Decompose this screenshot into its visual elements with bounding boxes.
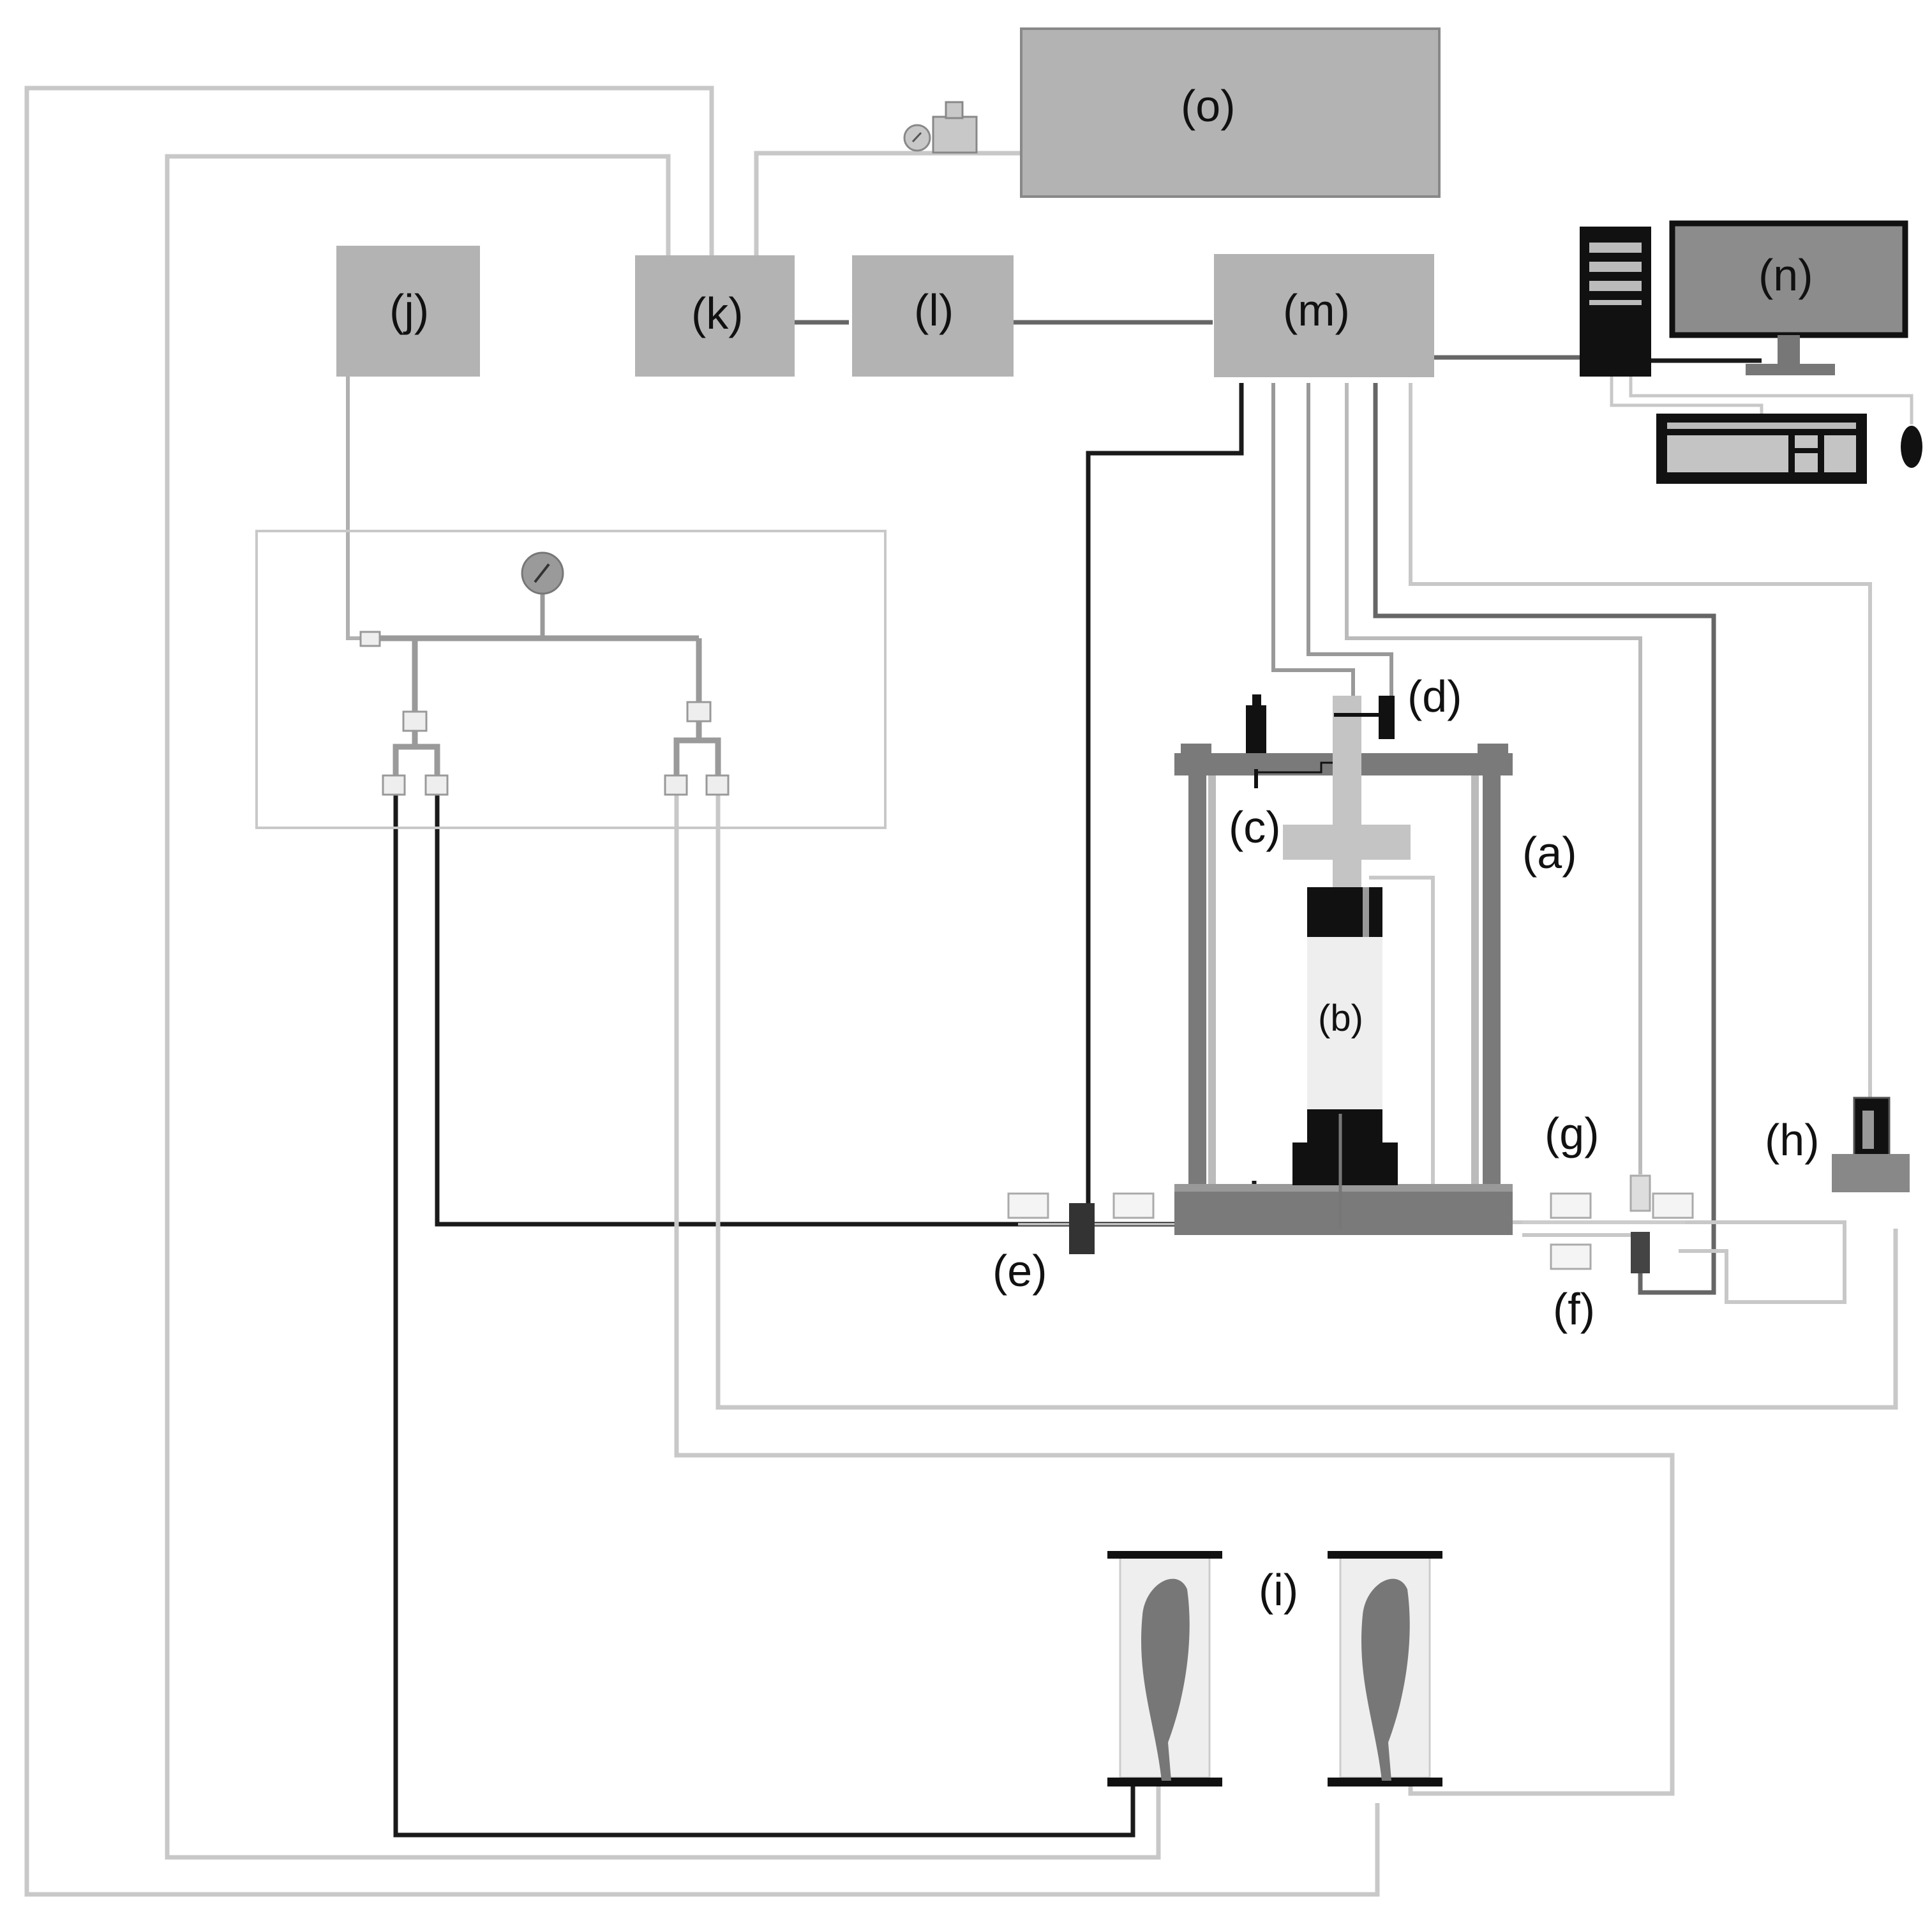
label-i: (i): [1259, 1565, 1298, 1615]
specimen-bottom-cap: [1307, 1109, 1382, 1144]
label-j: (j): [389, 285, 429, 335]
line-panel-to-h: [715, 791, 1898, 1410]
pressure-transducer-e: [1069, 1203, 1095, 1254]
label-e: (e): [992, 1246, 1047, 1296]
frame-base: [1174, 1184, 1513, 1235]
computer-workstation: [1580, 220, 1922, 484]
line-panel-to-i-right: [674, 791, 1675, 1796]
monitor: [1669, 220, 1908, 338]
line-k-to-o: [754, 151, 1021, 255]
valve-panel: [255, 530, 887, 829]
line-b-top-to-h: [1369, 876, 1846, 1304]
line-panel-to-e: [435, 791, 1257, 1227]
loading-platen: [1283, 825, 1411, 860]
line-m-to-d: [1307, 383, 1393, 702]
mouse: [1901, 426, 1922, 468]
box-k: [635, 255, 795, 377]
bladder-right: [1361, 1578, 1410, 1781]
line-panel-to-i-left: [393, 791, 1135, 1838]
valve-icon: [1550, 1192, 1592, 1219]
label-a: (a): [1522, 828, 1577, 878]
valve-icon: [1652, 1192, 1694, 1219]
label-b: (b): [1318, 998, 1363, 1039]
displacement-transducer-c: [1246, 705, 1266, 753]
volume-change-device-h: [1832, 1097, 1910, 1192]
base-valves: [1007, 1192, 1694, 1270]
valve-icon: [382, 774, 406, 796]
label-m: (m): [1283, 285, 1350, 335]
manifold-left-branch-2: [415, 744, 440, 775]
manifold-right-branch: [673, 638, 702, 775]
valve-icon: [664, 774, 688, 796]
label-h: (h): [1765, 1115, 1820, 1165]
line-m-to-e: [1086, 383, 1244, 1206]
line-k-outer-loop: [24, 86, 1380, 1897]
line-m-to-c: [1271, 383, 1355, 696]
label-f: (f): [1553, 1284, 1595, 1334]
valve-icon: [402, 710, 428, 732]
box-o: [1020, 27, 1441, 198]
line-m-to-f: [1373, 383, 1716, 1295]
manifold-right-branch-2: [699, 737, 721, 775]
panel-valves: [359, 631, 730, 796]
pressure-cells-i: [1107, 1551, 1442, 1786]
label-o: (o): [1181, 81, 1236, 131]
connection-lines: [24, 86, 1913, 1897]
box-j: [336, 246, 480, 377]
label-c: (c): [1229, 802, 1281, 852]
pressure-gauge-icon: [521, 551, 564, 595]
valve-icon: [1550, 1243, 1592, 1270]
line-j-to-panel: [346, 377, 367, 640]
pressure-transducer-g: [1629, 1174, 1651, 1212]
labels: (o) (j) (k) (l) (m) (n) (d) (c) (a) (b) …: [389, 81, 1820, 1615]
label-d: (d): [1407, 671, 1462, 721]
valve-icon: [686, 701, 712, 723]
frame-left-column: [1188, 753, 1206, 1184]
specimen-top-cap: [1307, 887, 1382, 937]
valve-icon: [1007, 1192, 1049, 1219]
manifold-left-branch: [393, 638, 418, 775]
valve-icon: [705, 774, 730, 796]
box-m: [1214, 254, 1434, 377]
pedestal: [1292, 1142, 1398, 1185]
line-computer-keyboard: [1610, 377, 1764, 415]
line-computer-mouse: [1629, 377, 1913, 424]
pressure-regulator-icon: [903, 101, 978, 154]
line-m-to-h: [1409, 383, 1872, 1101]
valve-icon: [1112, 1192, 1155, 1219]
valve-icon: [424, 774, 449, 796]
pressure-transducer-f: [1631, 1232, 1650, 1273]
line-k-inner-loop: [165, 154, 1161, 1860]
instrument-boxes: [336, 27, 1441, 377]
label-k: (k): [691, 288, 744, 338]
load-cell-d: [1379, 696, 1395, 739]
frame-right-column: [1483, 753, 1501, 1184]
label-n: (n): [1758, 250, 1813, 300]
label-l: (l): [914, 285, 954, 335]
label-g: (g): [1545, 1109, 1599, 1158]
box-l: [852, 255, 1014, 377]
load-frame: [1174, 694, 1513, 1235]
bladder-left: [1141, 1578, 1190, 1781]
line-m-to-g: [1345, 383, 1642, 1174]
specimen-b: [1307, 937, 1382, 1109]
